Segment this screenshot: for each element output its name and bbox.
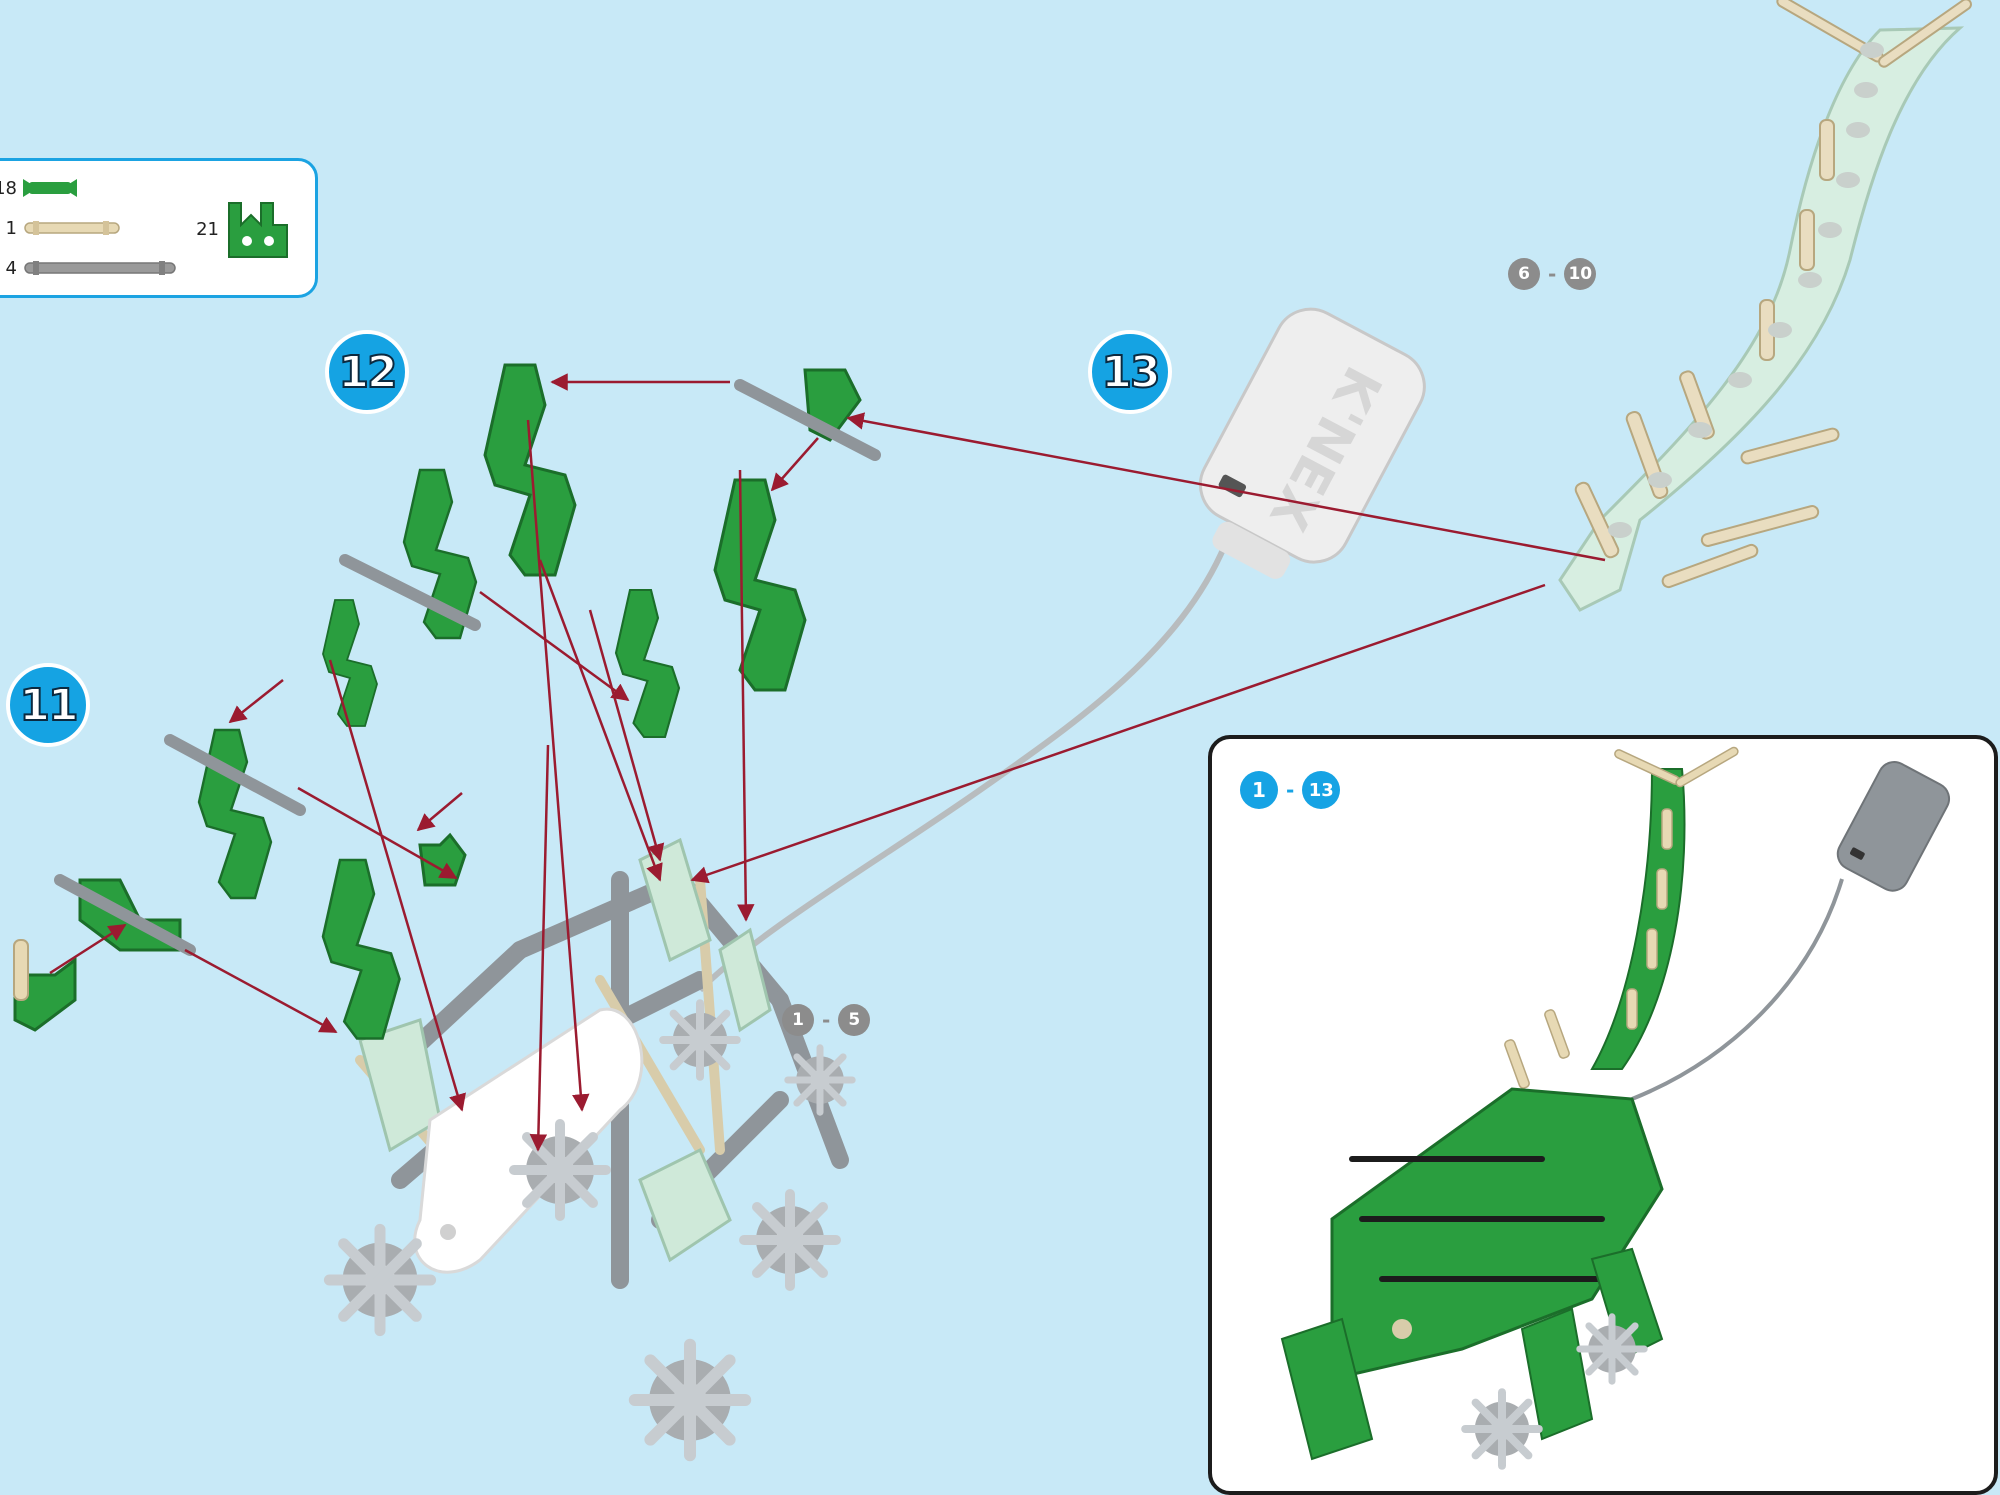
range-separator: - [822,1008,831,1032]
range-end: 5 [838,1004,871,1036]
part-count: 18 [0,177,17,199]
step-range-1-5: 1 - 5 [782,1004,871,1036]
part-row-gray-rod: 4 [0,257,179,279]
range-start: 1 [782,1004,814,1036]
battery-box: K'NEX [697,307,1426,993]
final-model-illustration [1280,746,1951,1491]
part-row-green-bracket: 21 [179,199,291,259]
final-model-panel: 1 - 13 [1208,735,1998,1495]
range-start: 1 [1240,771,1278,809]
range-separator: - [1286,778,1295,802]
step-badge-11: 11 [6,663,90,747]
green-frame-parts [13,363,881,1040]
range-separator: - [1548,262,1557,286]
range-start: 6 [1508,258,1540,290]
step-range-6-10: 6 - 10 [1508,258,1597,290]
part-count: 4 [5,257,17,279]
part-count: 1 [5,217,17,239]
step-number: 13 [1100,346,1161,399]
green-bracket-icon [228,202,288,258]
range-end: 10 [1564,258,1597,290]
range-end: 13 [1302,771,1341,809]
body-assembly [329,837,852,1455]
part-row-green-connector: 18 [0,177,77,199]
step-range-1-13: 1 - 13 [1240,771,1341,809]
green-connector-icon [23,179,77,197]
assembly-arrows [49,373,1606,1152]
part-count: 21 [196,218,219,240]
part-row-tan-rod: 1 [0,217,123,239]
step-number: 12 [337,346,398,399]
parts-list: 18 1 4 21 [0,158,318,298]
gray-rod-icon [24,261,176,275]
tan-rod-icon [24,221,120,235]
step-number: 11 [18,679,79,732]
step-badge-12: 12 [325,330,409,414]
tail-assembly [1558,0,1972,612]
step-badge-13: 13 [1088,330,1172,414]
